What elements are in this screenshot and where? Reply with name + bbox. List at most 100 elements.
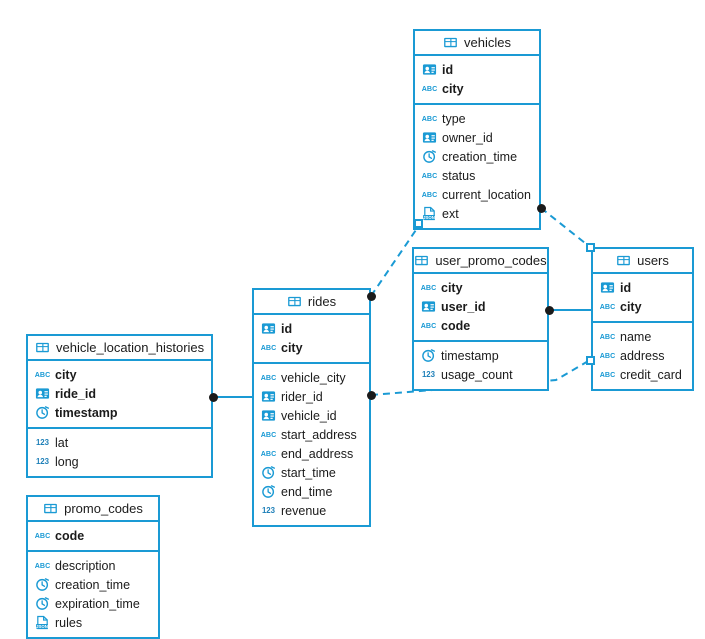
field-name: code bbox=[441, 318, 471, 333]
field-name: description bbox=[55, 558, 116, 573]
field-row[interactable]: id bbox=[254, 319, 369, 338]
field-name: rider_id bbox=[281, 389, 323, 404]
field-name: rules bbox=[55, 615, 83, 630]
key-id-icon bbox=[421, 301, 436, 312]
table-title-user_promo_codes[interactable]: user_promo_codes bbox=[414, 249, 547, 274]
abc-text-icon: ABC bbox=[600, 333, 615, 341]
field-row[interactable]: owner_id bbox=[415, 128, 539, 147]
field-name: ext bbox=[442, 206, 459, 221]
table-name-label: user_promo_codes bbox=[435, 253, 547, 268]
abc-text-icon: ABC bbox=[35, 562, 50, 570]
relationship-target-square-rides-to-users[interactable] bbox=[586, 356, 595, 365]
table-title-rides[interactable]: rides bbox=[254, 290, 369, 315]
number-123-icon: 123 bbox=[262, 506, 276, 515]
field-name: city bbox=[620, 299, 642, 314]
number-123-icon: 123 bbox=[36, 457, 50, 466]
field-row[interactable]: timestamp bbox=[414, 346, 547, 365]
field-row[interactable]: ride_id bbox=[28, 384, 211, 403]
table-title-vehicles[interactable]: vehicles bbox=[415, 31, 539, 56]
field-row[interactable]: creation_time bbox=[415, 147, 539, 166]
abc-text-icon: ABC bbox=[422, 191, 437, 199]
table-title-vehicle_location_histories[interactable]: vehicle_location_histories bbox=[28, 336, 211, 361]
field-name: creation_time bbox=[442, 149, 518, 164]
field-row[interactable]: vehicle_id bbox=[254, 406, 369, 425]
field-row[interactable]: JSON rules bbox=[28, 613, 158, 632]
field-name: id bbox=[620, 280, 632, 295]
relationship-vehicles-to-users[interactable] bbox=[540, 207, 591, 248]
field-name: code bbox=[55, 528, 85, 543]
relationship-source-dot-user_promo_codes-to-users[interactable] bbox=[545, 306, 554, 315]
table-name-label: users bbox=[637, 253, 669, 268]
svg-text:ABC: ABC bbox=[35, 371, 50, 379]
field-row[interactable]: id bbox=[593, 278, 692, 297]
relationship-target-square-rides-to-vehicles[interactable] bbox=[414, 219, 423, 228]
relationship-source-dot-vehicles-to-users[interactable] bbox=[537, 204, 546, 213]
table-name-label: promo_codes bbox=[64, 501, 143, 516]
field-name: id bbox=[442, 62, 454, 77]
field-row[interactable]: start_time bbox=[254, 463, 369, 482]
svg-text:ABC: ABC bbox=[35, 562, 50, 570]
field-row[interactable]: ABC type bbox=[415, 109, 539, 128]
relationship-rides-to-vehicles[interactable] bbox=[370, 226, 419, 297]
svg-text:JSON: JSON bbox=[36, 624, 48, 629]
relationship-source-dot-rides-to-vehicles[interactable] bbox=[367, 292, 376, 301]
field-row[interactable]: id bbox=[415, 60, 539, 79]
field-name: expiration_time bbox=[55, 596, 140, 611]
field-row[interactable]: timestamp bbox=[28, 403, 211, 422]
table-name-label: vehicles bbox=[464, 35, 511, 50]
field-name: type bbox=[442, 111, 466, 126]
field-name: vehicle_city bbox=[281, 370, 346, 385]
field-name: timestamp bbox=[441, 348, 499, 363]
svg-text:ABC: ABC bbox=[261, 450, 276, 458]
svg-text:123: 123 bbox=[36, 438, 50, 447]
field-row[interactable]: creation_time bbox=[28, 575, 158, 594]
field-name: city bbox=[281, 340, 303, 355]
relationship-source-dot-vehicle_location_histories-to-rides[interactable] bbox=[209, 393, 218, 402]
table-name-label: vehicle_location_histories bbox=[56, 340, 205, 355]
relationship-source-dot-rides-to-users[interactable] bbox=[367, 391, 376, 400]
field-row[interactable]: end_time bbox=[254, 482, 369, 501]
table-title-users[interactable]: users bbox=[593, 249, 692, 274]
number-123-icon: 123 bbox=[422, 370, 436, 379]
table-title-promo_codes[interactable]: promo_codes bbox=[28, 497, 158, 522]
svg-text:ABC: ABC bbox=[422, 115, 437, 123]
field-row[interactable]: user_id bbox=[414, 297, 547, 316]
columns-section: ABC description creation_time expiration_ti… bbox=[28, 550, 158, 637]
json-file-icon: JSON bbox=[36, 615, 48, 630]
field-row[interactable]: rider_id bbox=[254, 387, 369, 406]
relationship-target-square-vehicles-to-users[interactable] bbox=[586, 243, 595, 252]
svg-text:123: 123 bbox=[422, 370, 436, 379]
clock-icon bbox=[36, 406, 50, 419]
field-row[interactable]: expiration_time bbox=[28, 594, 158, 613]
field-row[interactable]: ABC description bbox=[28, 556, 158, 575]
